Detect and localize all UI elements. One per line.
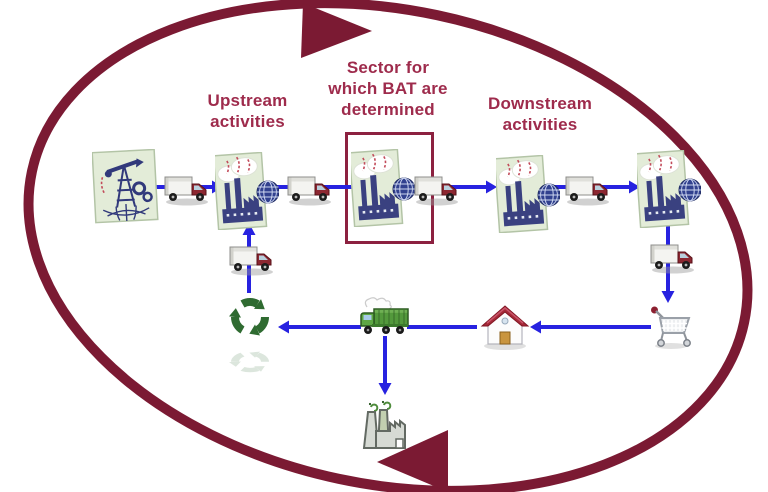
delivery-truck-icon <box>163 172 211 211</box>
delivery-truck-icon <box>286 172 334 211</box>
recycling-symbol-icon <box>224 291 276 380</box>
downstream-factory-icon <box>493 154 561 238</box>
house-icon <box>477 299 533 356</box>
delivery-truck-icon <box>413 172 461 211</box>
upstream-factory-icon <box>212 151 280 235</box>
shopping-cart-icon <box>649 302 693 355</box>
raw-material-extraction-icon <box>90 147 160 230</box>
delivery-truck-icon <box>649 240 697 279</box>
delivery-truck-icon <box>564 172 612 211</box>
bat-sector-label: Sector for which BAT are determined <box>328 58 448 119</box>
cycle-arrowhead-top <box>301 3 372 58</box>
garbage-truck-icon <box>357 296 415 344</box>
cycle-arrowhead-bottom <box>377 430 448 492</box>
waste-plant-icon <box>357 395 413 456</box>
delivery-truck-icon <box>228 242 276 281</box>
final-factory-icon <box>634 149 702 233</box>
downstream-activities-label: Downstream activities <box>487 94 593 134</box>
bat-sector-factory-icon <box>348 148 416 232</box>
upstream-activities-label: Upstream activities <box>207 91 288 131</box>
